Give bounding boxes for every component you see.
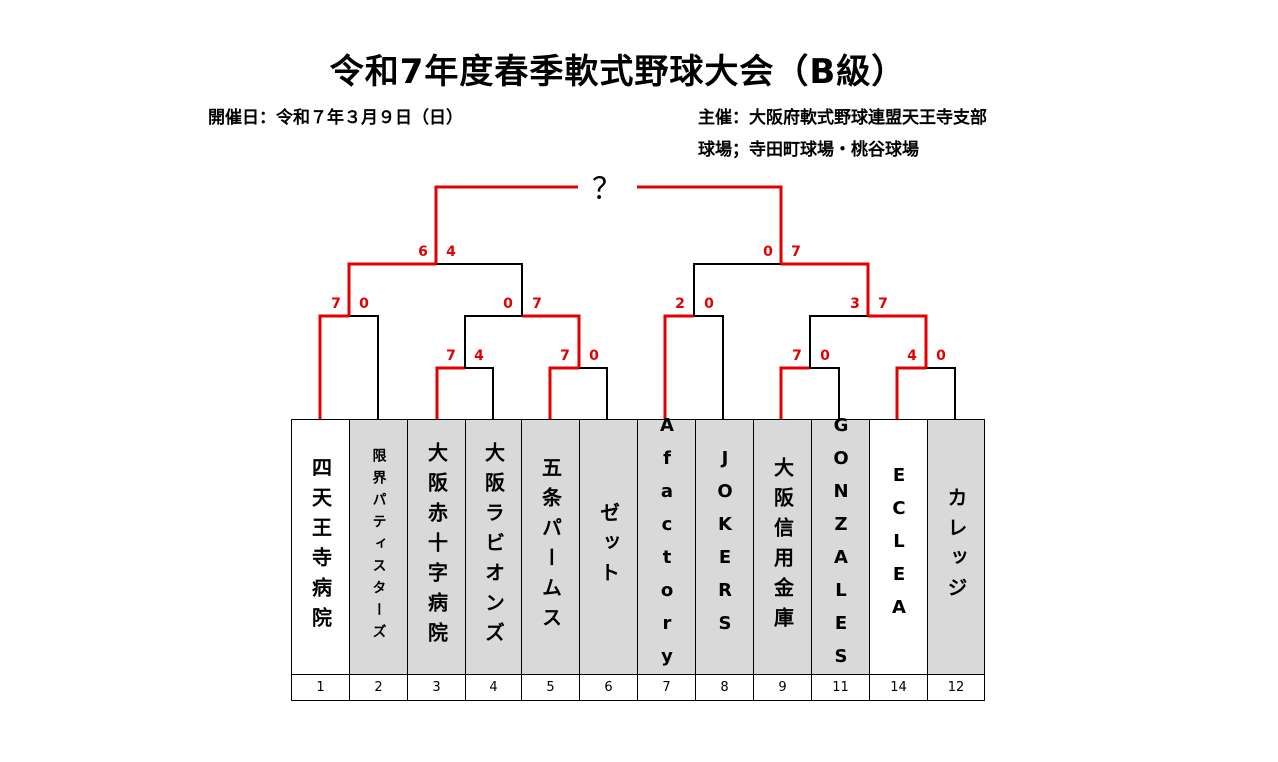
organizer: 主催：大阪府軟式野球連盟天王寺支部 — [698, 108, 987, 128]
team-number: 11 — [811, 675, 870, 701]
team-number: 1 — [291, 675, 350, 701]
team-cell: ECLEA — [869, 419, 928, 675]
team-number: 2 — [349, 675, 408, 701]
bracket-line — [694, 315, 724, 419]
match-score: 7 — [792, 348, 802, 364]
match-score: 7 — [331, 296, 341, 312]
match-score: 0 — [503, 296, 513, 312]
match-score: 7 — [878, 296, 888, 312]
winner-path — [318, 314, 349, 419]
team-name: 五条パームス — [538, 457, 563, 637]
bracket-line — [465, 367, 494, 419]
winner-path — [435, 366, 465, 419]
team-number: 3 — [407, 675, 466, 701]
team-cell: 四天王寺病院 — [291, 419, 350, 675]
match-score: 7 — [560, 348, 570, 364]
team-number: 6 — [579, 675, 638, 701]
team-name: カレッジ — [944, 487, 968, 607]
team-name: 大阪信用金庫 — [770, 457, 795, 637]
team-name: 大阪赤十字病院 — [424, 442, 449, 652]
bracket-line — [809, 315, 868, 368]
bracket-line — [464, 315, 522, 368]
page-title: 令和7年度春季軟式野球大会（B級） — [329, 52, 907, 92]
winner-path — [347, 262, 436, 316]
final-winner-label: ？ — [592, 172, 622, 207]
team-cell: 大阪赤十字病院 — [407, 419, 466, 675]
team-cell: 五条パームス — [521, 419, 580, 675]
team-number: 9 — [753, 675, 812, 701]
bracket-line — [810, 367, 840, 419]
event-date: 開催日：令和７年３月９日（日） — [208, 108, 463, 128]
team-cell: GONZALES — [811, 415, 870, 679]
team-name: 限界パティスターズ — [370, 448, 387, 646]
winner-path — [434, 185, 578, 264]
winner-path — [522, 314, 581, 368]
team-name: 大阪ラビオンズ — [481, 442, 506, 652]
match-score: 2 — [675, 296, 685, 312]
match-score: 7 — [791, 244, 801, 260]
match-score: 0 — [359, 296, 369, 312]
team-name: Afactory — [656, 415, 678, 679]
match-score: 0 — [763, 244, 773, 260]
match-score: 0 — [589, 348, 599, 364]
match-score: 6 — [418, 244, 428, 260]
match-score: 0 — [820, 348, 830, 364]
team-cell: Afactory — [637, 415, 696, 679]
team-name: ゼット — [596, 502, 621, 592]
team-cell: ゼット — [579, 419, 638, 675]
winner-path — [779, 366, 810, 419]
team-name: 四天王寺病院 — [308, 457, 333, 637]
match-score: 0 — [704, 296, 714, 312]
team-name: GONZALES — [830, 415, 852, 679]
team-cell: 大阪ラビオンズ — [465, 419, 522, 675]
team-number: 12 — [927, 675, 985, 701]
match-score: 3 — [850, 296, 860, 312]
bracket-line — [436, 263, 523, 316]
match-score: 4 — [907, 348, 917, 364]
match-score: 7 — [532, 296, 542, 312]
winner-path — [548, 366, 579, 419]
match-score: 7 — [446, 348, 456, 364]
bracket-line — [349, 315, 379, 419]
winner-path — [895, 366, 926, 419]
winner-path — [781, 262, 870, 316]
team-list: 四天王寺病院 1 限界パティスターズ 2 大阪赤十字病院 3 大阪ラビオンズ 4 五条パームス 5… — [291, 415, 985, 702]
bracket-line — [579, 367, 608, 419]
team-cell: カレッジ — [927, 419, 985, 675]
team-name: ECLEA — [888, 464, 910, 630]
venue: 球場；寺田町球場・桃谷球場 — [698, 140, 919, 160]
winner-path — [868, 314, 928, 368]
team-cell: JOKERS — [695, 419, 754, 675]
team-number: 8 — [695, 675, 754, 701]
winner-path — [637, 185, 783, 264]
bracket-line — [926, 367, 956, 419]
bracket-line — [693, 263, 781, 316]
team-number: 7 — [637, 675, 696, 701]
team-number: 14 — [869, 675, 928, 701]
team-number: 5 — [521, 675, 580, 701]
match-score: 4 — [446, 244, 456, 260]
team-name: JOKERS — [714, 448, 736, 646]
team-cell: 大阪信用金庫 — [753, 419, 812, 675]
winner-path — [663, 314, 694, 419]
match-score: 4 — [474, 348, 484, 364]
match-score: 0 — [936, 348, 946, 364]
team-number: 4 — [465, 675, 522, 701]
team-cell: 限界パティスターズ — [349, 419, 408, 675]
